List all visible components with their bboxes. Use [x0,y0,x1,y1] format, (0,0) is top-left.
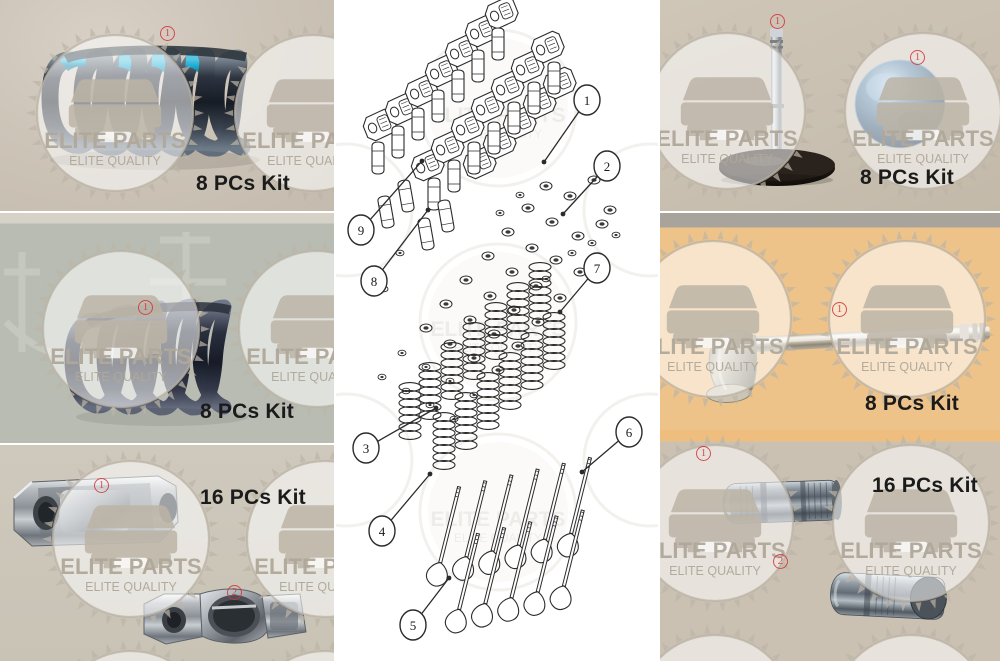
panel-valve-spring-blue: ELITE PARTS ELITE QUALITY 1 8 PCs Kit [0,0,336,212]
part-marker-1: 1 [696,446,711,461]
rocker-arms-photo [13,475,307,645]
part-marker-2: 2 [227,585,242,600]
part-marker-1: 1 [910,50,925,65]
kit-label: 8 PCs Kit [196,172,290,195]
diagram-callouts: 1 2 3 4 5 6 7 8 9 [347,84,643,641]
kit-label: 8 PCs Kit [865,392,959,415]
callout-anchor-2 [560,211,566,217]
svg-text:ELITE PARTS: ELITE PARTS [431,318,566,341]
callout-anchor-1 [541,159,547,165]
callout-bubble-7[interactable] [583,252,611,284]
kit-label: 16 PCs Kit [200,486,306,509]
callout-bubble-5[interactable] [399,609,427,641]
part-marker-1: 1 [138,300,153,315]
column-separator [658,0,660,661]
callout-anchor-3 [433,405,439,411]
svg-text:ELITE PARTS: ELITE PARTS [431,508,566,531]
row-separator [660,211,1000,213]
part-marker-1: 1 [160,26,175,41]
callout-bubble-8[interactable] [360,265,388,297]
panel-intake-valve-head: 1 1 8 PCs Kit [660,0,1000,212]
callout-number-5: 5 [410,618,417,633]
callout-anchor-9 [419,158,425,164]
callout-anchor-5 [446,575,452,581]
exploded-diagram: ELITE PARTS ELITE QUALITY ELITE PARTS EL… [336,0,660,661]
callout-anchor-8 [425,207,431,213]
kit-label: 16 PCs Kit [872,474,978,497]
callout-number-9: 9 [358,223,365,238]
panel-valve-spring-dark: 1 8 PCs Kit [0,212,336,444]
callout-number-2: 2 [604,159,611,174]
part-marker-1: 1 [770,14,785,29]
callout-number-4: 4 [379,524,386,539]
callout-bubble-1[interactable] [573,84,601,116]
diagram-canvas: ELITE PARTS ELITE QUALITY ELITE PARTS EL… [336,0,660,641]
callout-anchor-7 [557,309,563,315]
callout-leader-9 [360,160,423,231]
part-marker-1: 1 [832,302,847,317]
panel-exhaust-valve: 1 8 PCs Kit [660,212,1000,430]
column-separator [334,0,336,661]
panel-hydraulic-lifters: 1 2 16 PCs Kit [660,430,1000,661]
part-marker-2: 2 [773,554,788,569]
kit-label: 8 PCs Kit [200,400,294,423]
row-separator [0,443,336,445]
callout-number-6: 6 [626,425,633,440]
callout-bubble-9[interactable] [347,214,375,246]
callout-number-3: 3 [363,441,370,456]
callout-bubble-6[interactable] [615,416,643,448]
panel-rocker-arms: 1 2 16 PCs Kit [0,444,336,661]
callout-bubble-3[interactable] [352,432,380,464]
callout-anchor-4 [427,471,433,477]
part-marker-1: 1 [94,478,109,493]
callout-number-7: 7 [594,261,601,276]
callout-anchor-6 [579,469,585,475]
callout-number-1: 1 [584,93,591,108]
callout-bubble-4[interactable] [368,515,396,547]
row-separator [0,211,336,213]
kit-label: 8 PCs Kit [860,166,954,189]
hydraulic-lifters-photo [722,479,947,620]
callout-number-8: 8 [371,274,378,289]
callout-bubble-2[interactable] [593,150,621,182]
